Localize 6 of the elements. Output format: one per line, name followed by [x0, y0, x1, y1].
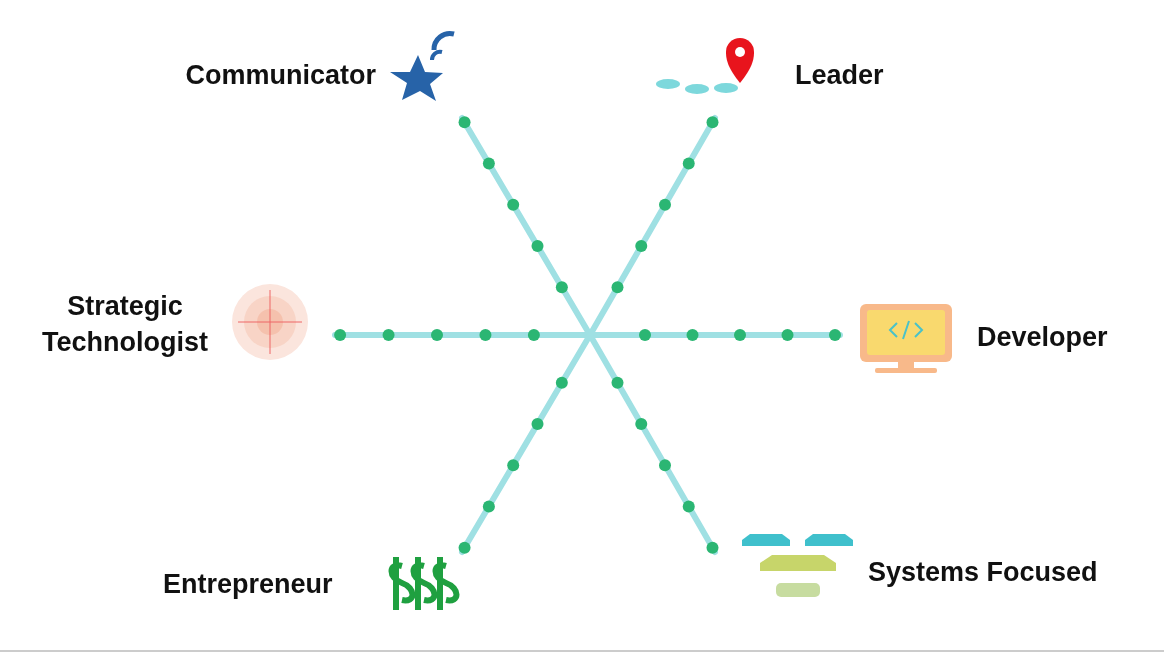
- role-label: Entrepreneur: [163, 568, 333, 601]
- role-label: Strategic Technologist: [41, 290, 209, 359]
- role-label: Systems Focused: [868, 556, 1098, 589]
- role-label: Leader: [795, 59, 884, 92]
- role-label: Communicator: [185, 59, 376, 92]
- role-label: Developer: [977, 321, 1108, 354]
